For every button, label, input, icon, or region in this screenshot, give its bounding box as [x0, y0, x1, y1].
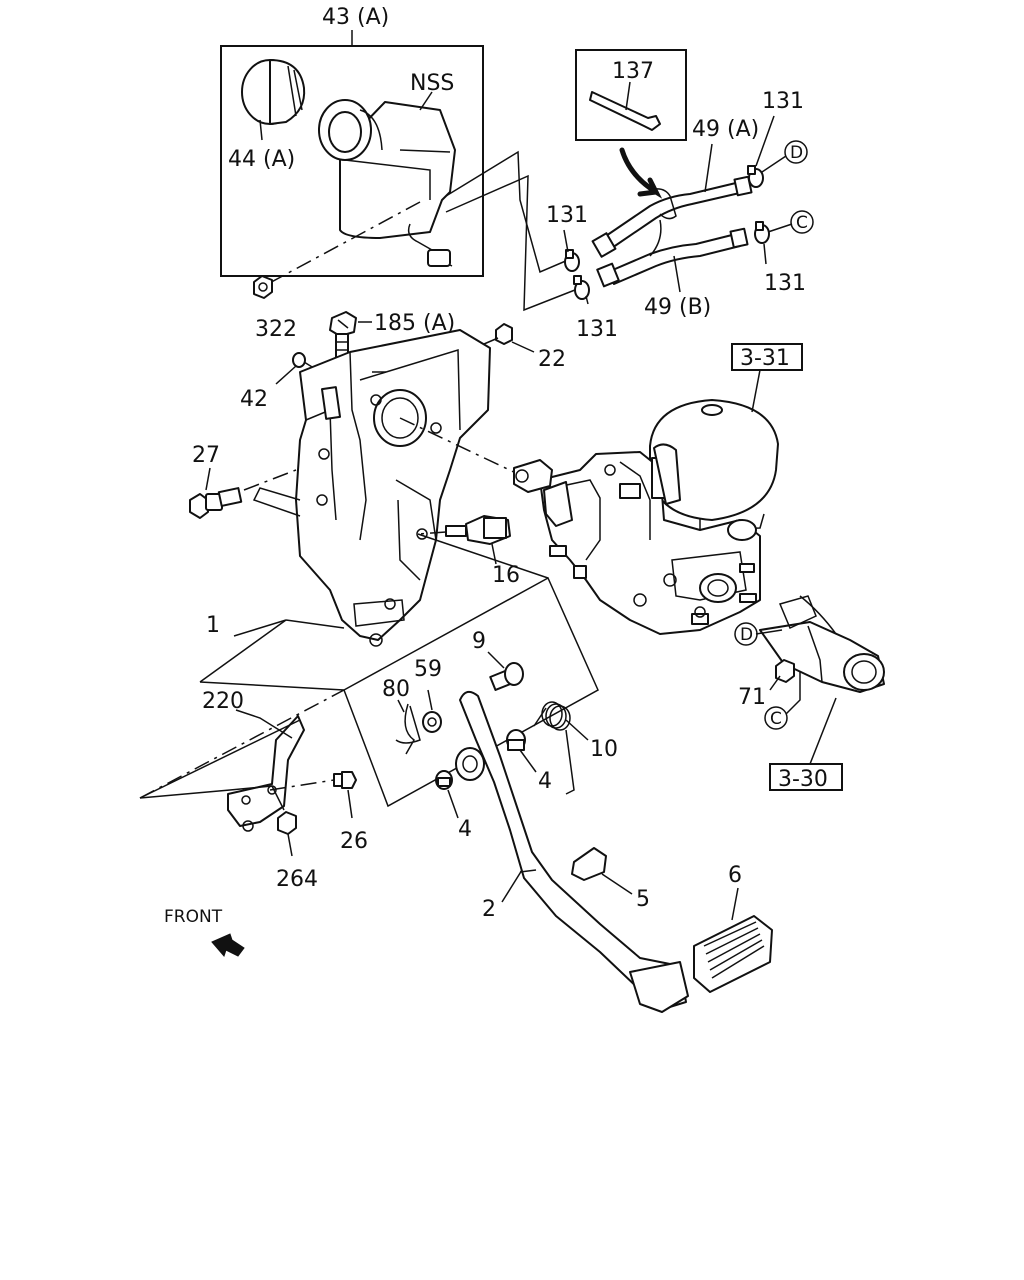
clutch-pedal-arm	[455, 690, 689, 1013]
front-label: FRONT	[164, 907, 223, 927]
reservoir-tank	[318, 99, 456, 267]
callout-27: 27	[192, 443, 220, 468]
callout-131-top-right: 131	[762, 89, 804, 114]
nut-264	[277, 811, 297, 835]
callout-220: 220	[202, 689, 244, 714]
nut-22	[495, 323, 513, 345]
connector-d-top	[784, 140, 808, 164]
callout-42: 42	[240, 387, 268, 412]
tie-strap-group: 137	[575, 49, 687, 199]
hose-49a	[591, 175, 753, 258]
callout-264: 264	[276, 867, 318, 892]
callout-131-mid-left: 131	[546, 203, 588, 228]
ref-box-3-30	[769, 763, 843, 791]
callout-2: 2	[482, 897, 496, 922]
callout-10: 10	[590, 737, 618, 762]
front-arrow-icon	[211, 933, 245, 957]
callout-5: 5	[636, 887, 650, 912]
reservoir-cap	[241, 59, 306, 125]
callout-185a: 185 (A)	[374, 311, 455, 336]
clamp-131-bottom-left	[573, 275, 590, 300]
nut-322	[253, 275, 273, 299]
ref-3-30: 3-30	[778, 767, 828, 792]
callout-43a: 43 (A)	[322, 5, 389, 30]
master-cylinder-assembly	[513, 399, 779, 635]
callout-nss: NSS	[410, 71, 454, 96]
callout-131-bottom-left: 131	[576, 317, 618, 342]
washer-59	[422, 711, 442, 733]
snap-pin-80	[395, 703, 421, 755]
washer-42	[292, 352, 306, 368]
pedal-stopper-5	[571, 847, 607, 881]
pedal-pad-6	[693, 915, 773, 993]
callout-4-upper: 4	[538, 769, 552, 794]
callout-9: 9	[472, 629, 486, 654]
connector-c-top-label: C	[796, 213, 808, 233]
callout-44a: 44 (A)	[228, 147, 295, 172]
connector-d-bottom-label: D	[740, 625, 753, 645]
callout-137: 137	[612, 59, 654, 84]
callout-22: 22	[538, 347, 566, 372]
callout-71: 71	[738, 685, 766, 710]
connector-c-top	[790, 210, 814, 234]
bolt-26	[333, 771, 357, 789]
clamp-131-mid-left	[564, 249, 580, 272]
callout-322: 322	[255, 317, 297, 342]
callout-131-mid-right: 131	[764, 271, 806, 296]
return-spring-10	[533, 701, 575, 795]
connector-c-bottom-label: C	[770, 709, 782, 729]
bolt-27	[189, 487, 243, 519]
bushing-4-lower	[435, 770, 453, 790]
callout-4-lower: 4	[458, 817, 472, 842]
ref-box-3-31	[731, 343, 803, 371]
tie-strap-box	[575, 49, 687, 141]
connector-c-bottom	[764, 706, 788, 730]
bushing-4-upper	[506, 729, 526, 751]
callout-26: 26	[340, 829, 368, 854]
callout-59: 59	[414, 657, 442, 682]
pivot-pin-9	[489, 662, 524, 691]
callout-49b: 49 (B)	[644, 295, 711, 320]
clutch-pipe-fitting	[759, 595, 885, 693]
clutch-switch-16	[445, 515, 511, 545]
clamp-131-top-right	[747, 165, 764, 188]
connector-d-top-label: D	[790, 143, 803, 163]
callout-49a: 49 (A)	[692, 117, 759, 142]
clamp-131-mid-right	[754, 221, 770, 244]
pedal-bracket	[252, 329, 491, 647]
bolt-185a	[329, 311, 357, 359]
ref-3-31: 3-31	[740, 346, 790, 371]
callout-80: 80	[382, 677, 410, 702]
reservoir-kit-group: 43 (A) 44 (A) NSS	[220, 5, 484, 277]
callout-1: 1	[206, 613, 220, 638]
callout-6: 6	[728, 863, 742, 888]
